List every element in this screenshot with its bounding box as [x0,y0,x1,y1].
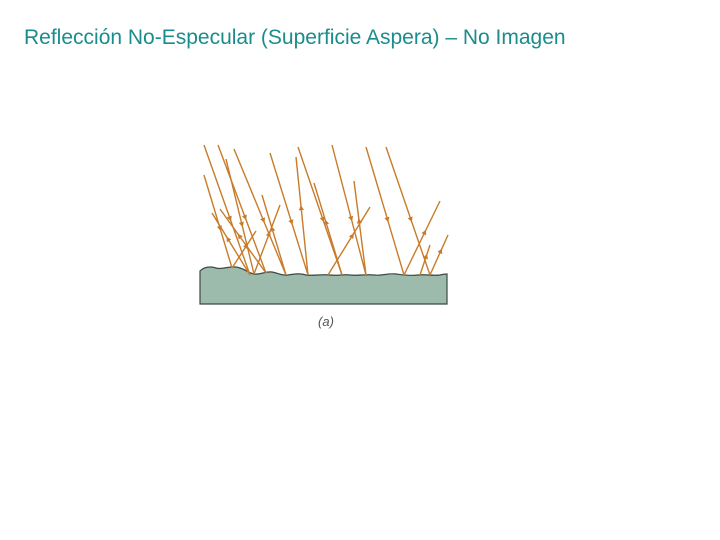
light-ray [313,182,343,276]
light-ray [253,204,281,275]
light-ray [269,152,309,276]
arrowhead [288,219,294,225]
arrowhead [421,229,427,236]
diffuse-reflection-diagram: (a) [199,144,449,329]
light-ray [353,180,367,276]
light-ray [217,144,267,274]
arrowhead [324,219,330,226]
arrowhead [348,215,354,222]
light-ray [403,200,441,276]
arrowhead [237,233,243,240]
light-ray [231,230,257,269]
arrowhead [384,216,390,223]
light-rays [203,144,449,276]
diffuse-reflection-figure: (a) [190,135,460,340]
light-ray [327,206,371,276]
arrowhead [423,253,428,260]
arrowhead [348,233,354,239]
light-ray [331,144,367,276]
arrowhead [265,231,271,237]
light-ray [211,212,251,276]
light-ray [429,234,449,276]
arrowhead [407,216,413,223]
rough-surface-block [199,266,448,305]
figure-caption: (a) [318,314,334,329]
light-ray [261,194,287,276]
arrowhead [241,214,247,221]
arrowhead [226,236,232,243]
arrowhead [298,205,304,211]
arrowhead [238,221,244,228]
arrowhead [437,248,443,255]
slide-title: Reflección No-Especular (Superficie Aspe… [24,26,566,49]
rough-surface [199,266,448,305]
arrowhead [226,215,232,222]
light-ray [233,148,287,276]
arrowhead [243,243,248,250]
arrowhead [319,216,325,223]
arrowhead [260,217,266,223]
light-ray [385,146,431,276]
light-ray [225,158,255,275]
light-ray [419,244,431,276]
light-ray [297,146,343,276]
light-ray [365,146,405,276]
light-ray [295,156,309,276]
